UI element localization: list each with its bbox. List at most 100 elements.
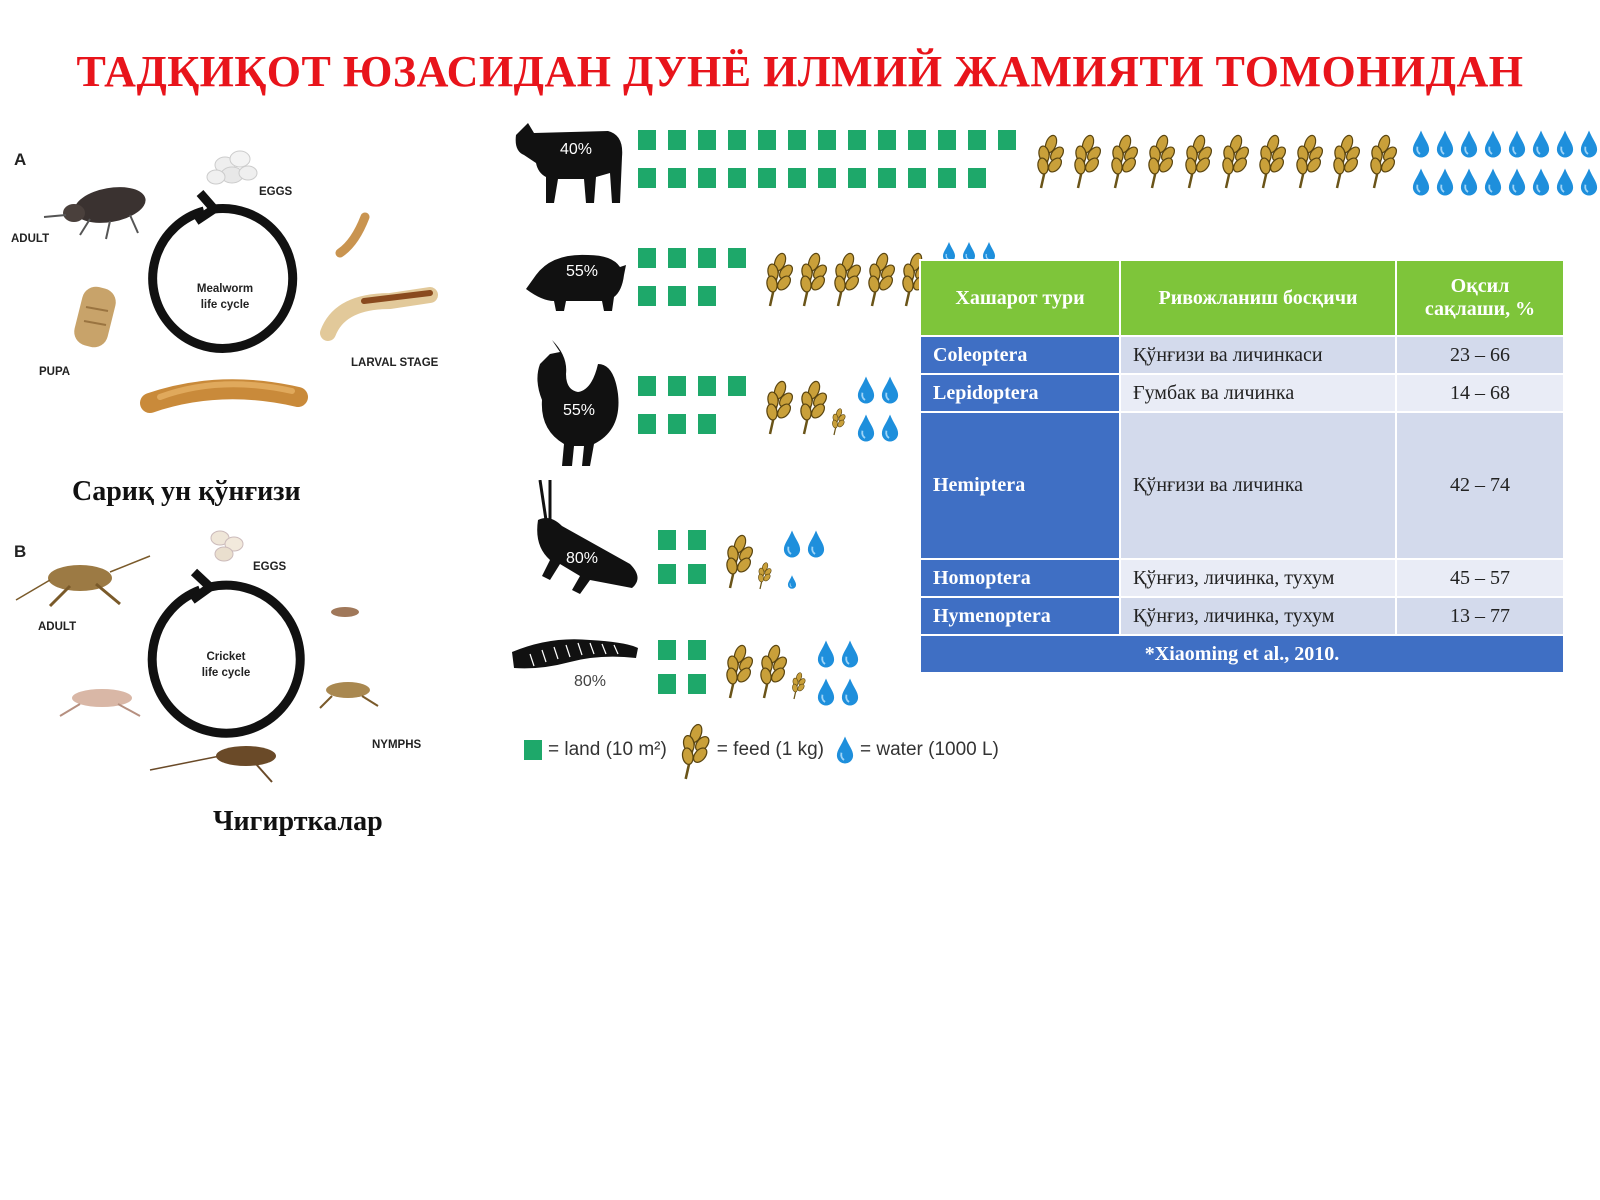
land-square-icon xyxy=(878,130,896,150)
cricket-cycle-center: Cricket life cycle xyxy=(176,649,276,681)
water-drop-icon xyxy=(817,678,835,706)
pig-icon xyxy=(526,254,626,311)
table-row: Homoptera Қўнғиз, личинка, тухум 45 – 57 xyxy=(919,558,1565,598)
land-square-icon xyxy=(638,414,656,434)
land-square-icon xyxy=(728,376,746,396)
water-drop-icon xyxy=(857,376,875,404)
land-square-icon xyxy=(638,286,656,306)
land-square-icon xyxy=(758,168,776,188)
insect-name: Coleoptera xyxy=(919,335,1121,375)
land-square-icon xyxy=(998,130,1016,150)
larval-stage-icon xyxy=(320,287,438,341)
land-square-icon xyxy=(698,168,716,188)
wheat-icon xyxy=(764,378,796,436)
protein-value: 13 – 77 xyxy=(1395,596,1565,636)
protein-value: 14 – 68 xyxy=(1395,373,1565,413)
mealworm-percent: 80% xyxy=(574,673,607,690)
cycle-center-line1: Cricket xyxy=(206,651,246,663)
mealworm-cycle-center: Mealworm life cycle xyxy=(175,281,275,313)
land-square-icon xyxy=(658,564,676,584)
water-drop-icon xyxy=(787,574,797,590)
water-drop-icon xyxy=(1556,130,1574,158)
insect-name: Hymenoptera xyxy=(919,596,1121,636)
wheat-icon xyxy=(798,378,830,436)
development-stage: Қўнғизи ва личинка xyxy=(1119,411,1397,560)
water-drop-icon xyxy=(1508,168,1526,196)
nymph-left-icon xyxy=(59,689,141,717)
header-insect-type: Хашарот тури xyxy=(919,259,1121,337)
cricket-caption: Чигирткалар xyxy=(213,806,383,837)
wheat-icon xyxy=(679,721,711,781)
land-square-icon xyxy=(688,674,706,694)
mealworm-larva-icon xyxy=(140,379,308,413)
wheat-icon xyxy=(1109,132,1142,190)
adult-label: ADULT xyxy=(11,233,50,245)
water-drop-icon xyxy=(841,678,859,706)
development-stage: Қўнғизи ва личинкаси xyxy=(1119,335,1397,375)
development-stage: Қўнғиз, личинка, тухум xyxy=(1119,596,1397,636)
land-square-icon xyxy=(688,530,706,550)
land-square-icon xyxy=(848,130,866,150)
land-square-icon xyxy=(688,564,706,584)
land-square-icon xyxy=(728,248,746,268)
land-square-icon xyxy=(668,414,686,434)
land-square-icon xyxy=(848,168,866,188)
land-square-icon xyxy=(728,130,746,150)
wheat-partial-icon xyxy=(831,407,847,436)
water-drop-icon xyxy=(1508,130,1526,158)
land-square-icon xyxy=(968,130,986,150)
pig-percent: 55% xyxy=(566,263,599,280)
pupa-icon xyxy=(74,286,116,348)
water-drop-icon xyxy=(1532,130,1550,158)
land-square-icon xyxy=(668,168,686,188)
eggs-icon xyxy=(210,530,244,562)
small-larva-icon xyxy=(335,212,370,258)
table-header-row: Хашарот тури Ривожланиш босқичи Оқсил са… xyxy=(919,259,1565,337)
land-square-icon xyxy=(658,674,676,694)
wheat-icon xyxy=(1257,132,1290,190)
wheat-icon xyxy=(1183,132,1216,190)
eggs-label: EGGS xyxy=(259,186,293,198)
protein-value: 42 – 74 xyxy=(1395,411,1565,560)
land-square-icon xyxy=(818,130,836,150)
land-square-icon xyxy=(788,168,806,188)
chicken-icon xyxy=(537,340,619,466)
legend: = land (10 m²) = feed (1 kg) = water (10… xyxy=(524,721,1011,781)
eggs-label: EGGS xyxy=(253,561,287,573)
wheat-icon xyxy=(798,250,830,308)
land-square-icon xyxy=(668,286,686,306)
adult-label: ADULT xyxy=(38,621,77,633)
panel-label-a: A xyxy=(14,150,27,169)
water-drop-icon xyxy=(881,376,899,404)
water-drop-icon xyxy=(841,640,859,668)
cycle-arrow-icon xyxy=(148,203,298,353)
cricket-percent: 80% xyxy=(566,550,599,567)
wheat-icon xyxy=(1331,132,1364,190)
land-square-icon xyxy=(638,376,656,396)
protein-value: 45 – 57 xyxy=(1395,558,1565,598)
table-row: Hemiptera Қўнғизи ва личинка 42 – 74 xyxy=(919,411,1565,560)
nymphs-label: NYMPHS xyxy=(372,739,422,751)
source-note: *Xiaoming et al., 2010. xyxy=(919,634,1565,674)
land-square-icon xyxy=(698,130,716,150)
wheat-partial-icon xyxy=(791,671,807,700)
wheat-icon xyxy=(724,532,756,590)
mealworm-cycle-diagram xyxy=(43,150,438,413)
chicken-percent: 55% xyxy=(563,402,596,419)
land-square-icon xyxy=(698,376,716,396)
wheat-icon xyxy=(764,250,796,308)
table-row: Hymenoptera Қўнғиз, личинка, тухум 13 – … xyxy=(919,596,1565,636)
table-footnote-row: *Xiaoming et al., 2010. xyxy=(919,634,1565,674)
larval-stage-label: LARVAL STAGE xyxy=(351,357,439,369)
cricket-icon xyxy=(537,480,638,594)
land-square-icon xyxy=(524,740,542,760)
land-square-icon xyxy=(698,286,716,306)
water-drop-icon xyxy=(1580,168,1598,196)
water-drop-icon xyxy=(1436,168,1454,196)
protein-value: 23 – 66 xyxy=(1395,335,1565,375)
land-square-icon xyxy=(908,168,926,188)
cricket-cycle-diagram xyxy=(15,530,379,783)
cycle-center-line1: Mealworm xyxy=(196,283,254,295)
wheat-icon xyxy=(1146,132,1179,190)
land-square-icon xyxy=(658,640,676,660)
